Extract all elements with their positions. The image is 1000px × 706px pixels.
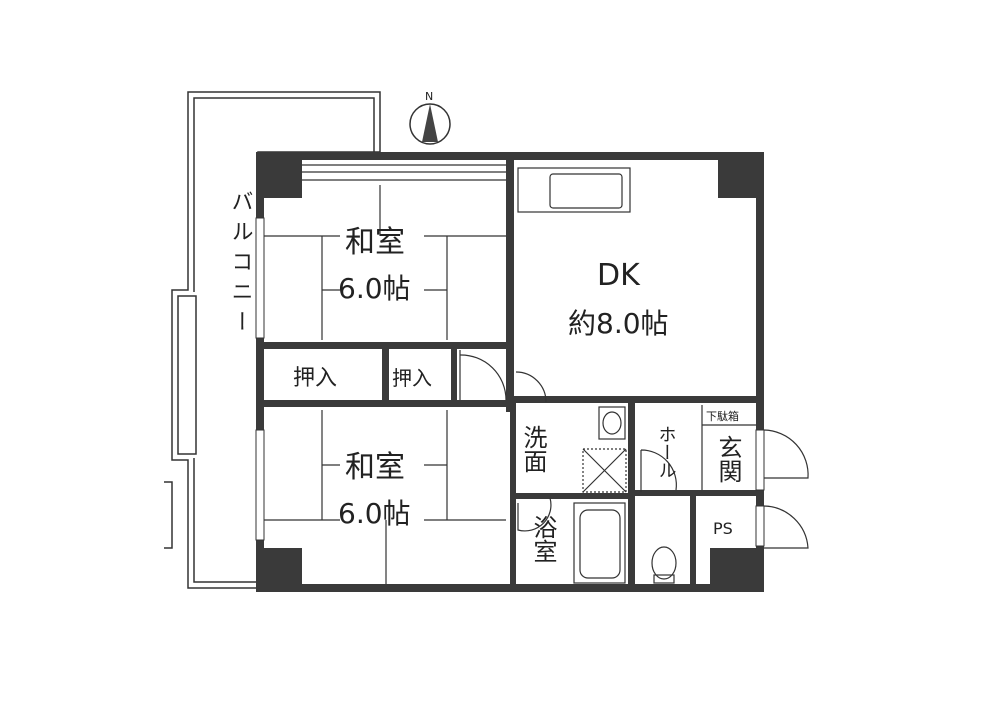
compass-north-label: N — [425, 90, 433, 103]
room-dk-name: DK — [597, 258, 641, 293]
closet-right-label: 押入 — [392, 366, 432, 390]
fixtures — [264, 164, 809, 584]
room-washitsu-lower-name: 和室 — [345, 450, 405, 485]
bathroom-label: 浴室 — [529, 515, 557, 563]
room-washitsu-lower-size: 6.0帖 — [338, 497, 411, 530]
balcony-label: バルコニー — [228, 190, 253, 340]
room-dk-size: 約8.0帖 — [568, 307, 669, 340]
room-washitsu-upper-name: 和室 — [345, 225, 405, 260]
room-washitsu-upper-size: 6.0帖 — [338, 272, 411, 305]
compass-icon: N — [409, 90, 451, 145]
walls — [256, 152, 764, 592]
hall-label: ホール — [656, 425, 677, 479]
washroom-label: 洗面 — [519, 425, 547, 473]
shoe-box-label: 下駄箱 — [706, 409, 739, 423]
windows — [255, 217, 765, 547]
closet-left-label: 押入 — [293, 366, 337, 391]
ps-label: PS — [713, 519, 733, 538]
entrance-label: 玄関 — [714, 435, 742, 483]
